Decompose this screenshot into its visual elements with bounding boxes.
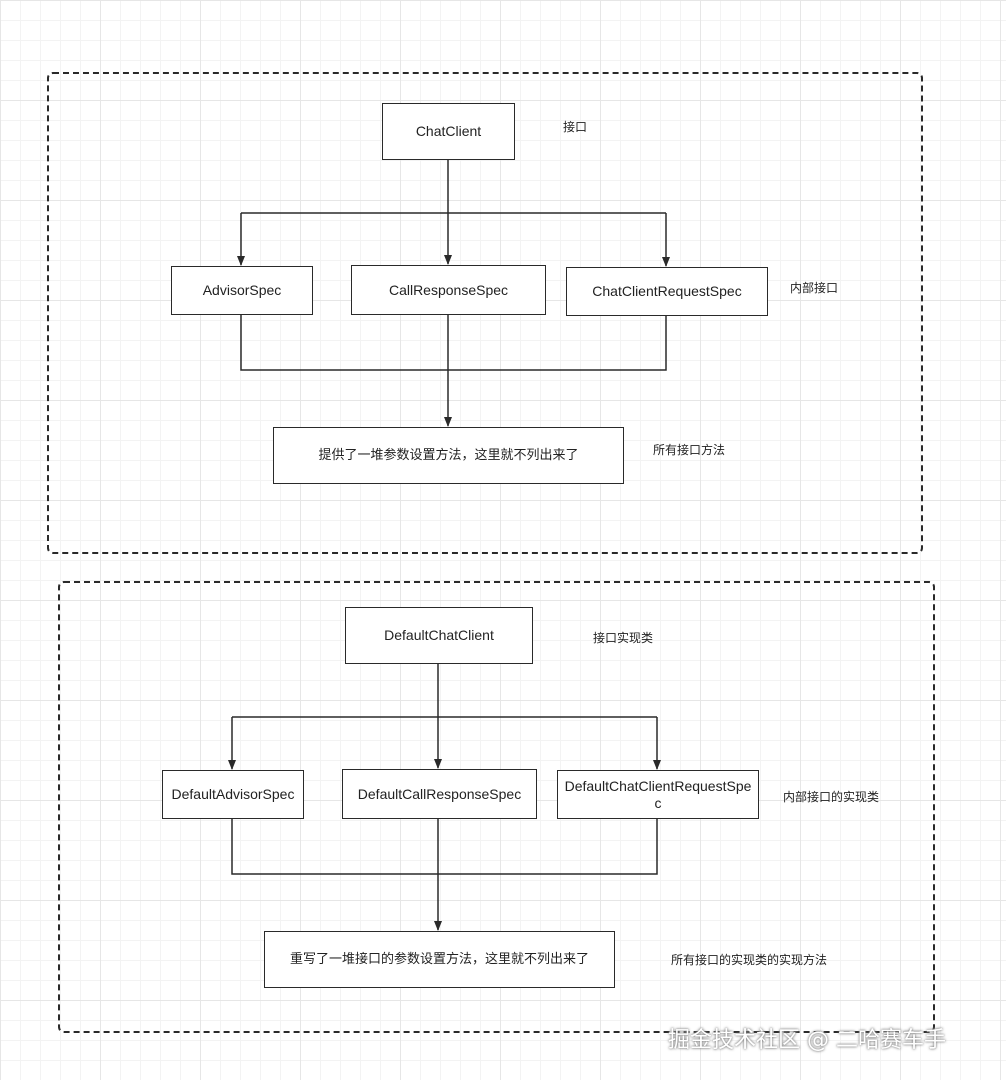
chat-client-note: 接口: [563, 120, 588, 134]
implementation-group: [58, 581, 935, 1033]
default-advisor-spec-node[interactable]: DefaultAdvisorSpec: [162, 770, 304, 819]
default-call-response-spec-node[interactable]: DefaultCallResponseSpec: [342, 769, 537, 819]
edge-default-children-merge: [231, 819, 658, 875]
inner-interface-note: 内部接口: [790, 281, 839, 295]
default-chat-client-request-spec-node[interactable]: DefaultChatClientRequestSpec: [557, 770, 759, 819]
advisor-spec-node[interactable]: AdvisorSpec: [171, 266, 313, 315]
call-response-spec-node[interactable]: CallResponseSpec: [351, 265, 546, 315]
chat-client-node[interactable]: ChatClient: [382, 103, 515, 160]
interface-methods-note: 所有接口方法: [653, 443, 726, 457]
default-chat-client-node[interactable]: DefaultChatClient: [345, 607, 533, 664]
watermark: 掘金技术社区 @ 二哈赛车手: [668, 1028, 946, 1053]
edge-children-merge: [240, 315, 667, 371]
default-chat-client-note: 接口实现类: [593, 631, 654, 645]
interface-group: [47, 72, 923, 554]
inner-implementation-note: 内部接口的实现类: [783, 790, 880, 804]
chat-client-request-spec-node[interactable]: ChatClientRequestSpec: [566, 267, 768, 316]
interface-methods-node[interactable]: 提供了一堆参数设置方法，这里就不列出来了: [273, 427, 624, 484]
implementation-methods-node[interactable]: 重写了一堆接口的参数设置方法，这里就不列出来了: [264, 931, 615, 988]
implementation-methods-note: 所有接口的实现类的实现方法: [671, 953, 828, 967]
